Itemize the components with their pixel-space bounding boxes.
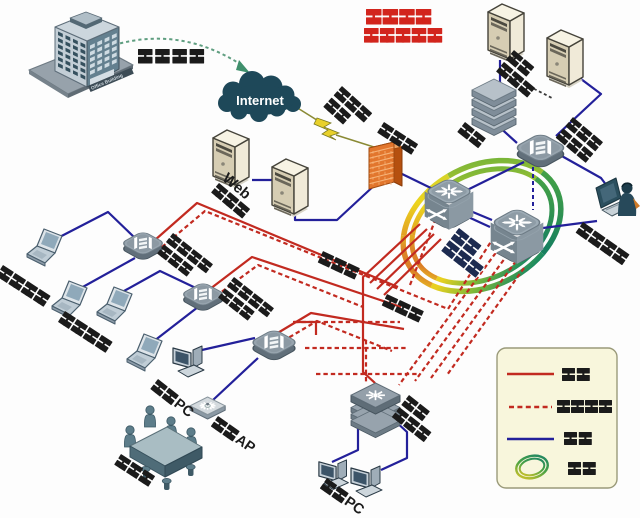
svg-text:AP: AP [232, 432, 258, 457]
svg-text:PC: PC [341, 494, 367, 518]
svg-text:Internet: Internet [236, 93, 284, 108]
svg-text:PC: PC [171, 396, 197, 421]
